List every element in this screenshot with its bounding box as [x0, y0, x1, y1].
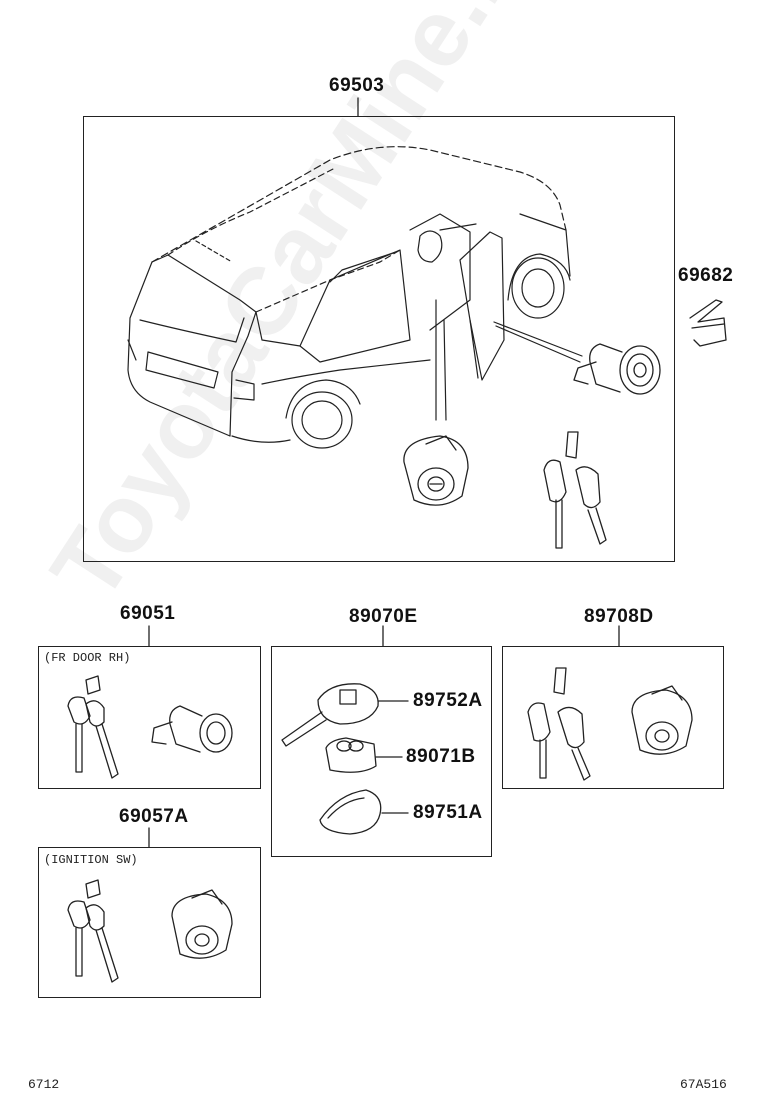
door-lock-cylinder-drawing [573, 343, 661, 395]
part-number-89751A[interactable]: 89751A [413, 802, 483, 823]
part-number-89071B[interactable]: 89071B [406, 746, 476, 767]
footer-right-code: 67A516 [680, 1077, 727, 1092]
kit-89708D-drawing [527, 667, 693, 781]
kit-box-89708D [502, 646, 724, 789]
part-number-69051[interactable]: 69051 [120, 603, 176, 624]
leader-lines [148, 97, 620, 848]
kit-69051-drawing [67, 675, 233, 779]
part-number-69057A[interactable]: 69057A [119, 806, 189, 827]
part-number-89070E[interactable]: 89070E [349, 606, 418, 627]
kit-box-89070E [271, 646, 492, 857]
ignition-cylinder-drawing [403, 435, 469, 506]
assembly-box-69503 [83, 116, 675, 562]
part-number-69682[interactable]: 69682 [678, 265, 734, 286]
part-number-69503[interactable]: 69503 [329, 75, 385, 96]
vehicle-drawing [127, 146, 583, 449]
kit-69057A-drawing [67, 879, 233, 983]
footer-left-code: 6712 [28, 1077, 60, 1092]
keys-drawing [543, 431, 607, 549]
part-number-89708D[interactable]: 89708D [584, 606, 654, 627]
retainer-clip-drawing [689, 299, 727, 347]
kit-box-69051 [38, 646, 261, 789]
part-number-89752A[interactable]: 89752A [413, 690, 483, 711]
note-ignition-sw: (IGNITION SW) [44, 853, 138, 867]
note-fr-door-rh: (FR DOOR RH) [44, 651, 131, 665]
kit-box-69057A [38, 847, 261, 998]
kit-89070E-drawing [281, 683, 382, 835]
